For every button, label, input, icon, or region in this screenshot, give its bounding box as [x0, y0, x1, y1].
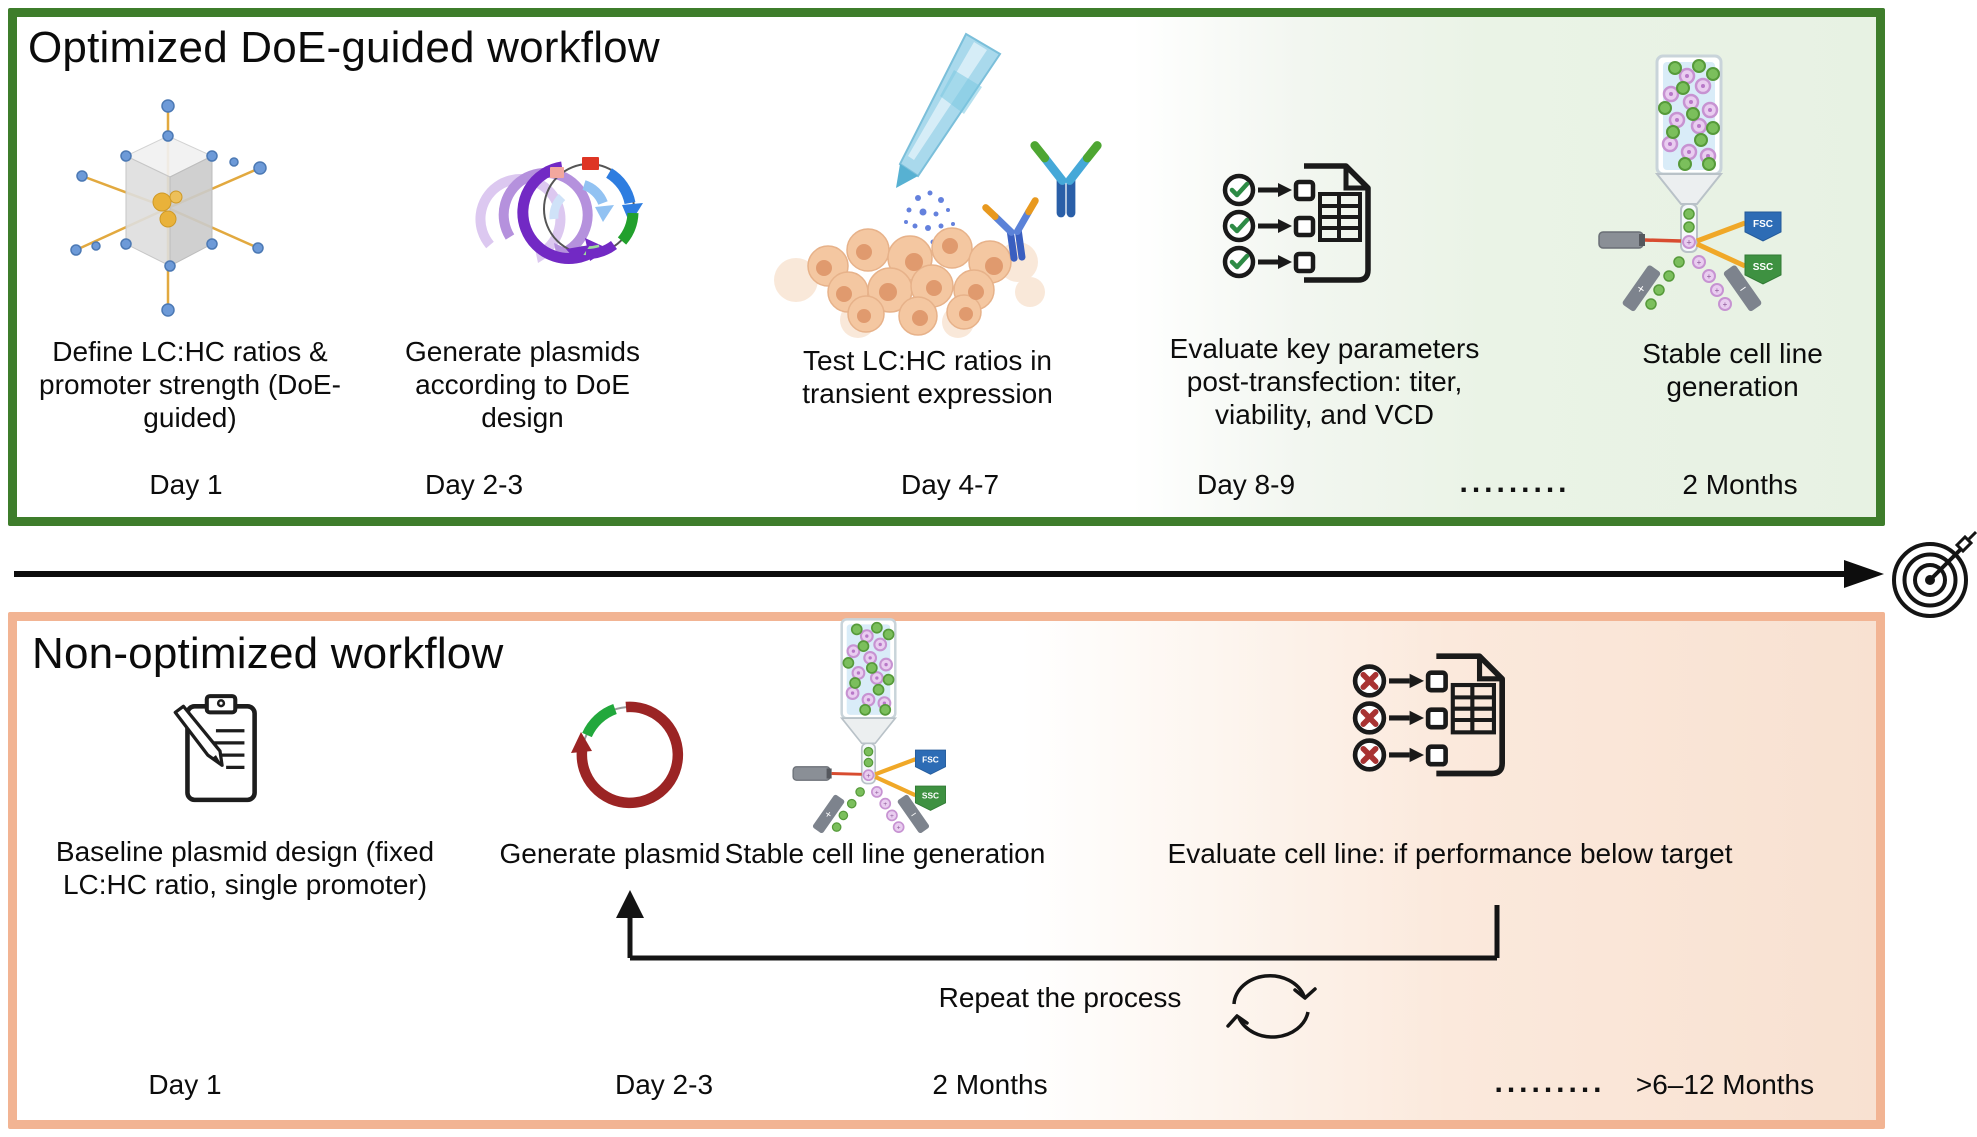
optimized-step3-time: Day 4-7 — [900, 469, 1000, 500]
svg-text:+: + — [897, 825, 901, 832]
svg-text:+: + — [1697, 258, 1702, 267]
non-optimized-step4-time: >6–12 Months — [1635, 1069, 1815, 1100]
checklist-fail-icon — [1352, 653, 1505, 777]
optimized-step2-time: Day 2-3 — [424, 469, 524, 500]
non-optimized-panel — [8, 612, 1885, 1129]
non-optimized-step2-time: Day 2-3 — [614, 1069, 714, 1100]
non-optimized-step1-time: Day 1 — [148, 1069, 222, 1100]
optimized-step3-label: Test LC:HC ratios in transient expressio… — [802, 345, 1053, 409]
svg-text:+: + — [1723, 300, 1728, 309]
fsc-tag — [1744, 211, 1782, 242]
optimized-step5-time: 2 Months — [1682, 469, 1798, 500]
cross-icon — [1360, 671, 1379, 764]
target-icon — [1892, 530, 1977, 618]
cell-sorter-icon: + FSC SSC ++++ + − — [792, 618, 946, 834]
optimized-title: Optimized DoE-guided workflow — [28, 23, 660, 72]
optimized-step4-label: Evaluate key parameters post-transfectio… — [1169, 333, 1480, 430]
non-optimized-step3-label: Stable cell line generation — [724, 838, 1046, 869]
optimized-step1-label: Define LC:HC ratios & promoter strength … — [39, 336, 341, 433]
transfection-cells-icon — [774, 32, 1102, 338]
ssc-label: SSC — [922, 791, 939, 801]
non-optimized-step1-label: Baseline plasmid design (fixed LC:HC rat… — [55, 836, 435, 900]
svg-text:+: + — [890, 813, 894, 820]
ssc-label: SSC — [1753, 262, 1774, 273]
optimized-step1-time: Day 1 — [149, 469, 223, 500]
non-optimized-title: Non-optimized workflow — [32, 629, 504, 678]
optimized-step5-label: Stable cell line generation — [1642, 338, 1823, 402]
repeat-process-label: Repeat the process — [938, 982, 1182, 1013]
svg-text:+: + — [1715, 286, 1720, 295]
ssc-tag — [914, 785, 946, 811]
doe-cube-icon — [70, 99, 267, 317]
checklist-pass-icon — [1222, 163, 1371, 283]
single-plasmid-icon — [571, 701, 684, 809]
non-optimized-step4-label: Evaluate cell line: if performance below… — [1167, 838, 1733, 869]
repeat-loop-arrow — [616, 890, 1500, 961]
optimized-timeline-dots: ......... — [1459, 466, 1571, 499]
svg-text:+: + — [1686, 238, 1691, 248]
clipboard-design-icon — [173, 694, 257, 803]
svg-text:+: + — [883, 801, 887, 808]
non-optimized-timeline-dots: ......... — [1494, 1066, 1606, 1099]
ssc-tag — [1744, 254, 1782, 285]
antibody-small-icon — [982, 197, 1039, 262]
cell-sorter-icon: + FSC SSC ++++ + − — [1598, 54, 1782, 312]
fsc-label: FSC — [922, 755, 939, 765]
fsc-label: FSC — [1753, 219, 1773, 230]
non-optimized-step2-label: Generate plasmid — [499, 838, 721, 869]
optimized-step2-label: Generate plasmids according to DoE desig… — [404, 336, 640, 433]
svg-text:+: + — [1707, 272, 1712, 281]
optimized-step4-time: Day 8-9 — [1196, 469, 1296, 500]
antibody-large-icon — [1030, 141, 1102, 218]
check-icon — [1229, 181, 1250, 270]
cycle-icon — [1226, 973, 1317, 1039]
svg-text:+: + — [875, 789, 879, 796]
plasmid-set-icon — [475, 157, 643, 264]
timeline-arrow — [14, 560, 1884, 588]
fsc-tag — [914, 749, 946, 775]
svg-text:+: + — [866, 771, 871, 780]
non-optimized-step3-time: 2 Months — [932, 1069, 1048, 1100]
